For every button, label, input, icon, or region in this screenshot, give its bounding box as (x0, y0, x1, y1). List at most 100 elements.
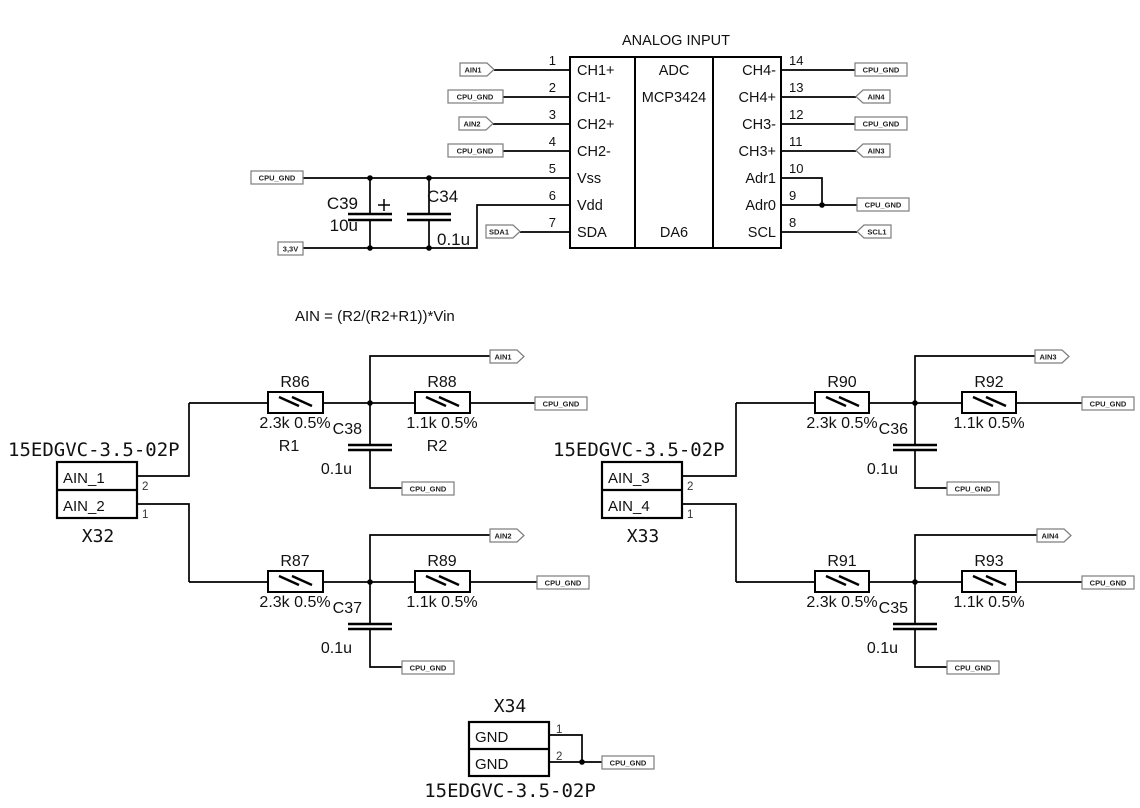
net-flag-gnd: CPU_GND (854, 62, 908, 77)
pin-number: 10 (789, 161, 803, 176)
component-ref: C36 (879, 421, 908, 438)
net-flag-label: SCL1 (867, 228, 886, 237)
net-flag-ain1: AIN1 (489, 349, 525, 364)
net-flag-sda1: SDA1 (485, 224, 521, 239)
wire-vdd-rail (303, 204, 570, 249)
ic-part: MCP3424 (642, 90, 706, 106)
wire-pin1-down (137, 503, 190, 582)
connector-pin-number: 1 (142, 509, 148, 521)
net-flag-label: CPU_GND (863, 66, 900, 75)
resistor-body (267, 570, 324, 593)
net-flag-label: AIN2 (463, 120, 480, 129)
resistor-r88: R88 1.1k 0.5% R2 (406, 374, 477, 455)
resistor-r87: R87 2.3k 0.5% (259, 553, 330, 611)
net-flag-gnd: CPU_GND (946, 481, 1000, 496)
junction-dot (912, 400, 918, 406)
net-flag-gnd: CPU_GND (534, 396, 588, 411)
net-flag-label: CPU_GND (955, 664, 992, 673)
resistor-stripes (425, 574, 460, 587)
pin-number: 2 (549, 80, 556, 95)
net-flag-gnd: CPU_GND (536, 575, 590, 590)
net-flag-label: CPU_GND (1090, 400, 1127, 409)
pin-label: Vss (577, 171, 601, 187)
capacitor-c34: C34 0.1u (407, 178, 470, 249)
net-flag-label: CPU_GND (865, 201, 902, 210)
component-ref: C34 (427, 187, 458, 206)
resistor-stripes (278, 395, 313, 408)
wire-adr1-to-adr0 (781, 177, 823, 205)
filter-network-ain2: R87 2.3k 0.5% R89 1.1k 0.5% C37 0.1u AIN… (189, 528, 590, 675)
component-value: 0.1u (867, 640, 898, 657)
net-flag-gnd: CPU_GND (401, 660, 455, 675)
net-flag-label: CPU_GND (545, 579, 582, 588)
component-ref: C37 (333, 600, 362, 617)
component-ref: C35 (879, 600, 908, 617)
wire-pin1-down (682, 503, 737, 582)
wire-to-ain-flag (369, 534, 490, 582)
resistor-stripes (972, 574, 1007, 587)
design-formula: AIN = (R2/(R2+R1))*Vin (295, 308, 455, 325)
connector-part: 15EDGVC-3.5-02P (8, 439, 180, 461)
pin-number: 8 (789, 215, 796, 230)
component-ref: R93 (974, 553, 1003, 570)
pin-label: CH4- (742, 63, 776, 79)
pin-label: CH2- (577, 144, 611, 160)
polarity-plus-icon (378, 199, 390, 211)
net-flag-label: CPU_GND (610, 759, 647, 768)
component-value: 0.1u (321, 461, 352, 478)
connector-pin-name: AIN_1 (63, 470, 105, 487)
resistor-stripes (825, 574, 860, 587)
resistor-stripes (278, 574, 313, 587)
net-flag-ain3: AIN3 (855, 143, 891, 158)
resistor-body (814, 391, 870, 414)
net-flag-label: AIN2 (494, 532, 511, 541)
resistor-stripes (972, 395, 1007, 408)
pin-number: 5 (549, 161, 556, 176)
net-flag-ain4: AIN4 (855, 89, 891, 104)
component-value: 10u (330, 216, 358, 235)
net-flag-ain2: AIN2 (458, 116, 494, 131)
wire-to-ain-flag (914, 534, 1037, 582)
wire-to-cap (914, 582, 947, 668)
net-flag-ain4: AIN4 (1036, 528, 1072, 543)
component-ref: R87 (280, 553, 309, 570)
component-value: 1.1k 0.5% (406, 415, 477, 432)
junction-dot (912, 579, 918, 585)
capacitor-c37: C37 0.1u (321, 600, 392, 657)
net-flag-ain1: AIN1 (459, 62, 495, 77)
component-value: 2.3k 0.5% (806, 415, 877, 432)
wire-to-ain-flag (914, 355, 1035, 403)
capacitor-c39: C39 10u (327, 178, 392, 248)
pin-number: 13 (789, 80, 803, 95)
connector-pin-number: 1 (687, 509, 693, 521)
capacitor-c38: C38 0.1u (321, 421, 392, 478)
net-flag-gnd: CPU_GND (447, 89, 504, 104)
net-flag-label: CPU_GND (457, 93, 494, 102)
connector-pin-name: GND (475, 756, 509, 773)
connector-part: 15EDGVC-3.5-02P (553, 439, 725, 461)
component-ref: C38 (333, 421, 362, 438)
net-flag-label: CPU_GND (410, 664, 447, 673)
resistor-body (961, 570, 1017, 593)
component-value: 1.1k 0.5% (953, 594, 1024, 611)
pin-label: Vdd (577, 198, 603, 214)
resistor-body (814, 570, 870, 593)
section-title: ANALOG INPUT (622, 33, 730, 49)
connector-pin-number: 2 (556, 751, 562, 763)
component-ref: R91 (827, 553, 856, 570)
resistor-body (961, 391, 1017, 414)
connector-pin-number: 2 (142, 481, 148, 493)
resistor-body (267, 391, 324, 414)
pin-number: 12 (789, 107, 803, 122)
connector-x33: 15EDGVC-3.5-02P AIN_3 AIN_4 2 1 X33 (553, 403, 737, 582)
component-ref: R89 (427, 553, 456, 570)
pin-label: CH1- (577, 90, 611, 106)
net-flag-label: CPU_GND (543, 400, 580, 409)
resistor-r90: R90 2.3k 0.5% (806, 374, 877, 432)
wire-pin1-to-pin2 (549, 734, 583, 762)
component-value: 0.1u (437, 230, 470, 249)
net-flag-gnd: CPU_GND (250, 170, 304, 185)
pin-label: CH1+ (577, 63, 614, 79)
connector-pin-name: GND (475, 729, 509, 746)
resistor-body (414, 391, 471, 414)
